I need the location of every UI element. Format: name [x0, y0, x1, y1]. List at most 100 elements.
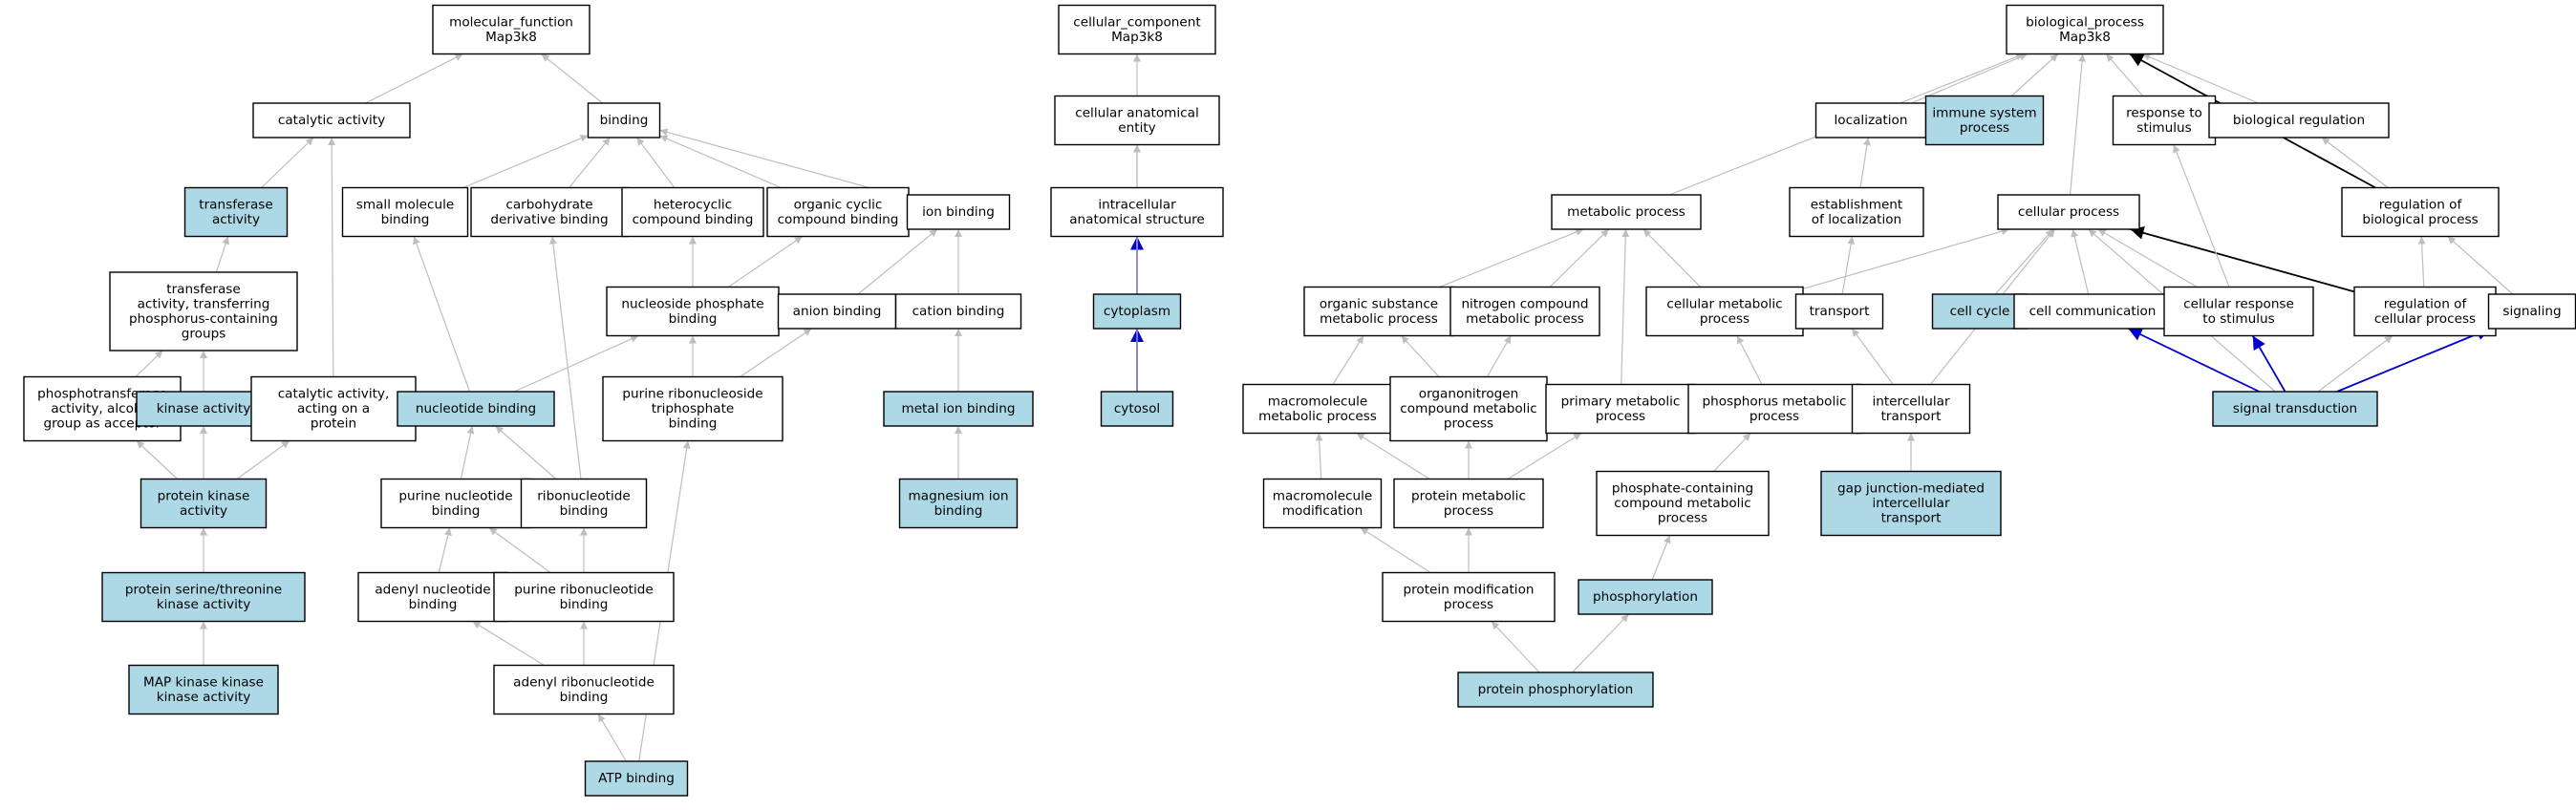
go-term-kinase-activity[interactable]: kinase activity — [136, 391, 271, 427]
node-box — [101, 571, 306, 623]
node-box — [1794, 293, 1884, 330]
node-label-line: triphosphate — [652, 401, 735, 416]
edge-localization-to-bp — [1911, 53, 2029, 104]
node-label-line: immune system — [1932, 105, 2036, 120]
node-label-line: phosphorus metabolic — [1702, 394, 1846, 409]
go-term-signal-transduction[interactable]: signal transduction — [2212, 391, 2378, 427]
go-term-metal-ion-binding[interactable]: metal ion binding — [883, 391, 1034, 427]
go-term-nucleotide-binding[interactable]: nucleotide binding — [397, 391, 555, 427]
node-label-line: kinase activity — [157, 401, 250, 416]
edge-protkin-to-phosphotr — [136, 440, 179, 480]
go-term-cytoplasm[interactable]: cytoplasm — [1092, 293, 1182, 330]
node-label-line: binding — [381, 212, 430, 227]
node-label-line: activity, transferring — [138, 296, 270, 311]
node-box — [1389, 375, 1548, 442]
node-label-line: anion binding — [793, 304, 882, 319]
node-label-line: ion binding — [922, 204, 995, 220]
node-box — [1058, 4, 1216, 55]
go-term-signaling[interactable]: signaling — [2487, 293, 2576, 330]
go-term-cellular-process[interactable]: cellular process — [1997, 194, 2140, 230]
node-box — [1578, 579, 1713, 615]
go-term-metabolic-process[interactable]: metabolic process — [1551, 194, 1702, 230]
go-term-localization[interactable]: localization — [1814, 102, 1927, 139]
go-term-cation-binding[interactable]: cation binding — [894, 293, 1022, 330]
edge-bioreg-to-bp — [2141, 53, 2259, 104]
node-label-line: purine ribonucleoside — [622, 387, 762, 402]
node-box — [520, 478, 648, 529]
go-term-biological-regulation[interactable]: biological regulation — [2208, 102, 2390, 139]
edge-layer — [135, 53, 2514, 762]
go-term-transport[interactable]: transport — [1794, 293, 1884, 330]
edge-nucphos-to-orgcyc — [727, 236, 804, 288]
node-label-line: compound binding — [633, 212, 754, 227]
go-term-cell-cycle[interactable]: cell cycle — [1931, 293, 2029, 330]
go-term-anion-binding[interactable]: anion binding — [777, 293, 897, 330]
node-box — [252, 102, 411, 139]
node-label-line: binding — [560, 503, 609, 519]
go-term-atp-binding[interactable]: ATP binding — [584, 760, 689, 797]
node-label-line: acting on a — [297, 401, 370, 416]
node-label-line: modification — [1282, 503, 1363, 519]
go-term-gap-junction-mediated-intercellular-transport[interactable]: gap junction-mediatedintercellulartransp… — [1820, 470, 2002, 537]
node-box — [2208, 102, 2390, 139]
node-label-line: adenyl ribonucleotide — [513, 674, 655, 690]
edge-ionb-to-binding — [659, 128, 908, 199]
node-label-line: compound metabolic — [1400, 401, 1536, 416]
node-label-line: ATP binding — [598, 771, 675, 786]
go-term-cell-communication[interactable]: cell communication — [2013, 293, 2172, 330]
go-term-protein-phosphorylation[interactable]: protein phosphorylation — [1457, 671, 1654, 708]
go-term-phosphorylation[interactable]: phosphorylation — [1578, 579, 1713, 615]
node-label-line: process — [1444, 597, 1493, 612]
go-term-cytosol[interactable]: cytosol — [1100, 391, 1174, 427]
node-label-line: cation binding — [912, 304, 1005, 319]
go-term-binding[interactable]: binding — [587, 102, 661, 139]
node-label-line: nucleotide binding — [416, 401, 536, 416]
node-box — [1457, 671, 1654, 708]
edge-protmet-to-macromet — [1356, 432, 1430, 480]
go-term-ion-binding[interactable]: ion binding — [906, 194, 1011, 230]
node-label-line: signaling — [2502, 304, 2561, 319]
go-term-catalytic-activity[interactable]: catalytic activity — [252, 102, 411, 139]
